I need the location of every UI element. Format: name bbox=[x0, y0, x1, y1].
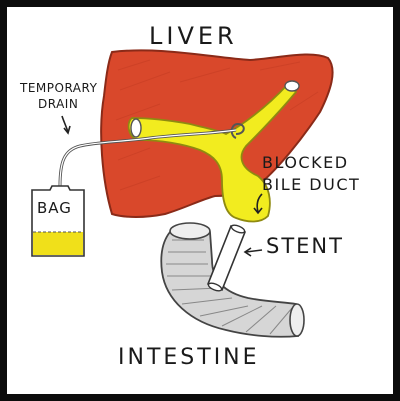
label-arrows bbox=[61, 115, 263, 257]
arrow-temporary-drain bbox=[61, 115, 69, 133]
intestine-label: INTESTINE bbox=[118, 345, 260, 370]
liver-texture bbox=[115, 59, 319, 191]
arrow-blocked-duct bbox=[256, 193, 263, 213]
liver-label: LIVER bbox=[149, 22, 238, 50]
blocked-bile-duct-label-line1: BLOCKED bbox=[262, 153, 349, 172]
bag-label: BAG bbox=[37, 199, 72, 217]
stent-label: STENT bbox=[266, 234, 344, 258]
temporary-drain-label-line1: TEMPORARY bbox=[20, 81, 98, 95]
bile-duct bbox=[127, 82, 298, 223]
blocked-bile-duct-label: BLOCKED BILE DUCT bbox=[262, 152, 360, 196]
arrow-stent bbox=[245, 249, 263, 253]
drain-bag bbox=[31, 185, 85, 257]
stent bbox=[206, 224, 247, 292]
duct-opening-right bbox=[284, 80, 300, 92]
temporary-drain-label-line2: DRAIN bbox=[38, 97, 79, 111]
duct-opening-left bbox=[130, 118, 142, 138]
blocked-bile-duct-label-line2: BILE DUCT bbox=[262, 175, 361, 194]
drain-curl bbox=[230, 122, 245, 139]
temporary-drain-label: TEMPORARY DRAIN bbox=[20, 80, 97, 112]
